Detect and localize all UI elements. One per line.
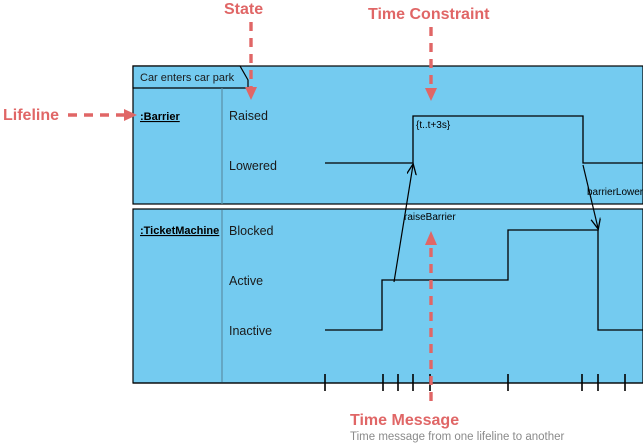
message-label-raisebarrier: raiseBarrier bbox=[404, 212, 456, 223]
time-constraint-label: {t..t+3s} bbox=[416, 120, 451, 131]
annotation-arrowhead-lifeline bbox=[124, 109, 137, 121]
annotation-arrowhead-state bbox=[245, 87, 257, 100]
message-arrow-barrierlowered bbox=[582, 164, 598, 228]
annotation-arrowhead-time-message bbox=[425, 231, 437, 245]
waveform-barrier bbox=[325, 115, 643, 164]
state-label-lowered: Lowered bbox=[229, 159, 277, 173]
message-arrow-raisebarrier bbox=[393, 165, 413, 283]
frame-label: Car enters car park bbox=[140, 72, 235, 84]
state-label-raised: Raised bbox=[229, 109, 268, 123]
message-label-barrierlowered: barrierLowered bbox=[587, 187, 643, 198]
waveform-ticketmachine bbox=[325, 229, 643, 331]
state-label-inactive: Inactive bbox=[229, 324, 272, 338]
lifeline-compartment-barrier bbox=[132, 65, 643, 205]
annotation-label-time-message: Time Message bbox=[350, 412, 459, 429]
annotation-label-lifeline: Lifeline bbox=[3, 107, 59, 124]
frame-name-tab bbox=[132, 65, 249, 89]
annotation-label-time-constraint: Time Constraint bbox=[368, 6, 490, 23]
annotation-arrowhead-time-constraint bbox=[425, 88, 437, 101]
state-label-blocked: Blocked bbox=[229, 224, 274, 238]
state-label-active: Active bbox=[229, 274, 263, 288]
lifeline-name-ticketmachine: :TicketMachine bbox=[140, 225, 219, 237]
lifeline-name-barrier: :Barrier bbox=[140, 111, 180, 123]
annotation-label-state: State bbox=[224, 1, 263, 18]
time-axis-ticks bbox=[324, 374, 626, 391]
annotation-sublabel-time-message: Time message from one lifeline to anothe… bbox=[350, 431, 565, 443]
